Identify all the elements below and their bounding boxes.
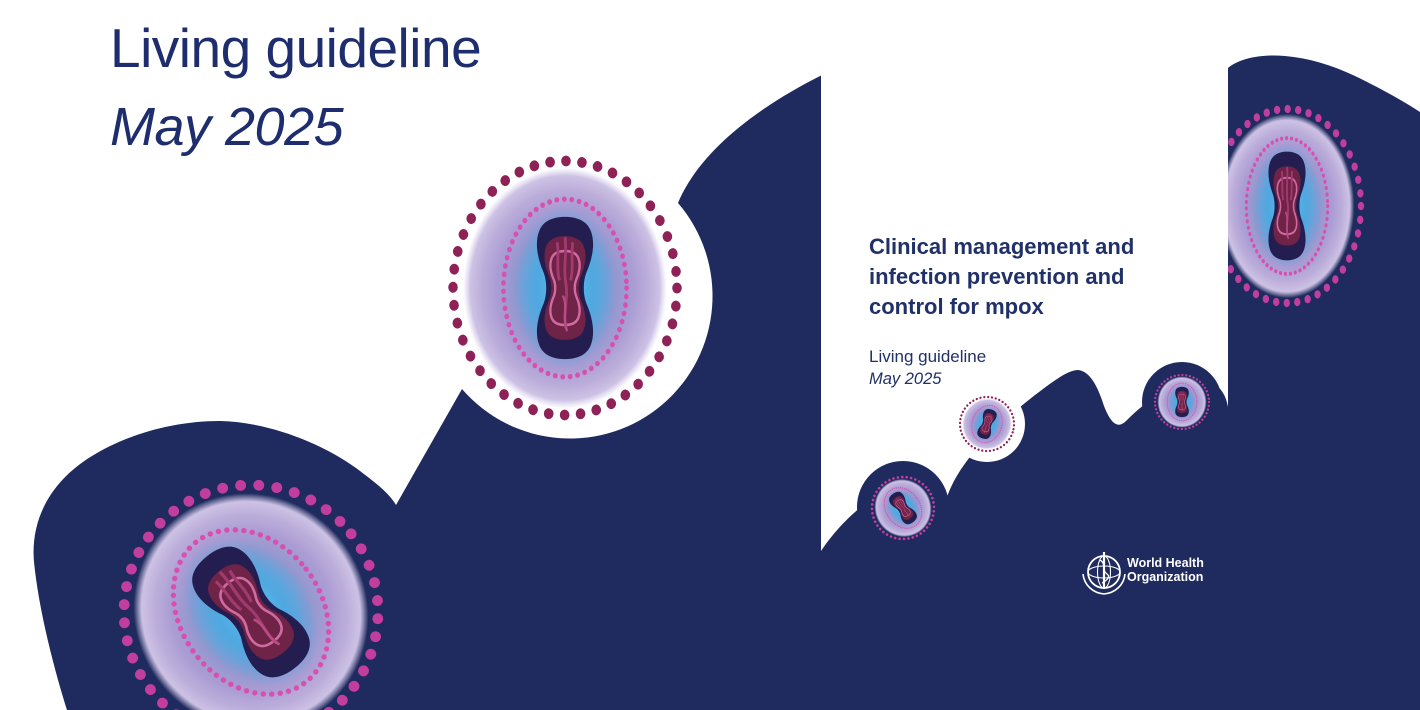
navy-wave-background — [33, 55, 1420, 710]
cover-edition-date: May 2025 — [869, 370, 942, 388]
who-emblem-icon — [1082, 552, 1126, 595]
who-publisher-name-line1: World Health — [1127, 556, 1204, 570]
mpox-virion-center — [453, 161, 677, 415]
headline-title: Living guideline — [110, 17, 482, 79]
headline-date: May 2025 — [110, 97, 344, 157]
cover-edition-label: Living guideline — [869, 347, 987, 366]
who-publisher-name-line2: Organization — [1127, 570, 1204, 584]
cover-mini-wave — [821, 370, 1228, 625]
cover-title: Clinical management and infection preven… — [869, 234, 1135, 319]
